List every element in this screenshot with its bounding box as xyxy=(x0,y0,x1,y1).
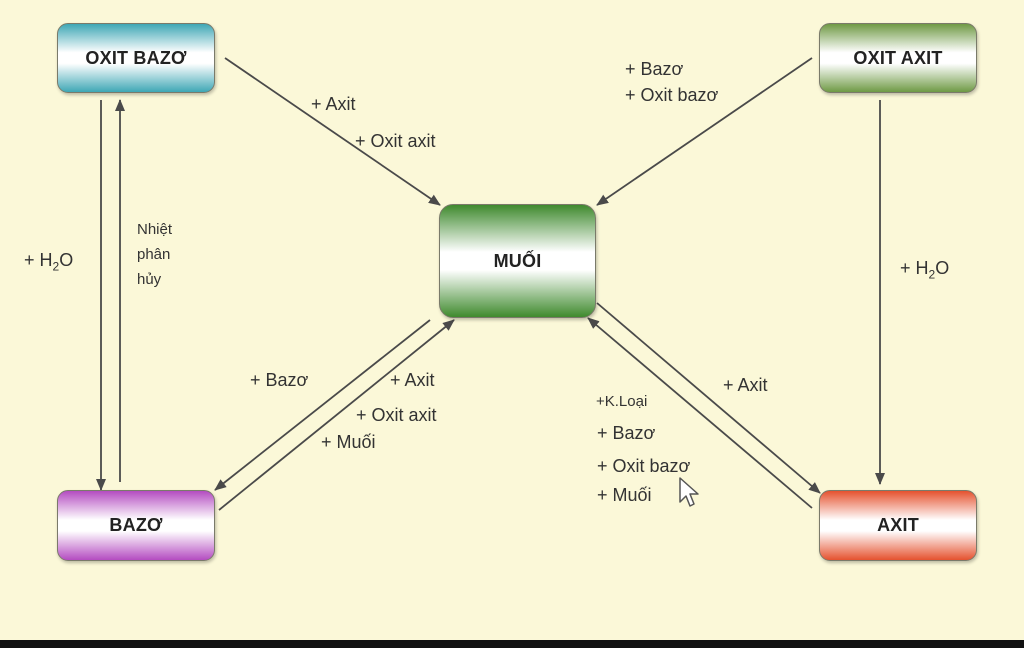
node-bazo: BAZƠ xyxy=(57,490,215,561)
mouse-pointer-icon xyxy=(679,477,699,507)
label-axit-muoi-oxit-bazo: + Oxit bazơ xyxy=(597,456,691,476)
arrow-axit-to-muoi xyxy=(587,317,813,509)
node-oxit-bazo: OXIT BAZƠ xyxy=(57,23,215,93)
arrow-bazo-to-muoi xyxy=(218,319,455,511)
node-axit: AXIT xyxy=(819,490,977,561)
label-ob-muoi-oxit-axit: + Oxit axit xyxy=(355,131,436,151)
label-axit-muoi-muoi: + Muối xyxy=(597,485,652,505)
label-muoi-bazo: + Bazơ xyxy=(250,370,309,390)
label-bazo-muoi-oxit-axit: + Oxit axit xyxy=(356,405,437,425)
label-huy: hủy xyxy=(137,271,162,288)
arrow-muoi-to-bazo xyxy=(214,319,431,491)
arrow-muoi-to-axit xyxy=(596,302,821,494)
bottom-border xyxy=(0,640,1024,648)
label-muoi-axit: + Axit xyxy=(723,375,768,395)
label-bazo-muoi-axit: + Axit xyxy=(390,370,435,390)
label-axit-muoi-bazo: + Bazơ xyxy=(597,423,656,443)
label-ob-muoi-axit: + Axit xyxy=(311,94,356,114)
label-oa-muoi-oxit-bazo: + Oxit bazơ xyxy=(625,85,719,105)
label-oa-axit-water: + H2O xyxy=(900,258,950,282)
label-axit-muoi-kim-loai: +K.Loại xyxy=(596,393,648,410)
label-ob-bazo-water: + H2O xyxy=(24,250,74,274)
node-muoi: MUỐI xyxy=(439,204,596,318)
label-bazo-muoi-muoi: + Muối xyxy=(321,432,376,452)
arrow-oxit-axit-to-muoi xyxy=(596,57,813,206)
label-nhiet: Nhiệt xyxy=(137,221,173,238)
node-oxit-axit: OXIT AXIT xyxy=(819,23,977,93)
label-phan: phân xyxy=(137,246,171,263)
arrow-oxit-bazo-to-muoi xyxy=(224,57,441,206)
label-oa-muoi-bazo: + Bazơ xyxy=(625,59,684,79)
